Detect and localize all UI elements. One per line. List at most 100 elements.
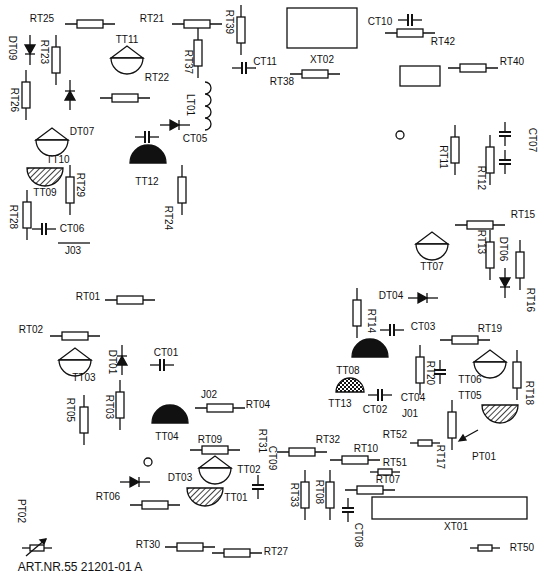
resistor-symbol bbox=[513, 350, 521, 400]
component-outline bbox=[400, 66, 440, 86]
capacitor-symbol bbox=[150, 359, 174, 371]
transistor-symbol bbox=[27, 168, 63, 186]
part-label: RT18 bbox=[524, 381, 534, 405]
part-label: RT27 bbox=[264, 547, 288, 557]
part-label: RT31 bbox=[257, 429, 267, 453]
part-label: CT05 bbox=[183, 134, 207, 144]
transistor-symbol bbox=[416, 232, 448, 260]
diode-symbol bbox=[65, 80, 75, 110]
part-label: XT02 bbox=[310, 55, 334, 65]
part-label: PT01 bbox=[472, 452, 496, 462]
part-label: RT10 bbox=[354, 444, 378, 454]
transistor-symbol bbox=[111, 46, 143, 74]
resistor-symbol bbox=[330, 456, 380, 464]
part-label: CT11 bbox=[253, 57, 277, 67]
resistor-symbol bbox=[440, 336, 490, 344]
part-label: RT39 bbox=[224, 10, 234, 34]
part-label: RT26 bbox=[9, 88, 19, 112]
resistor-symbol bbox=[65, 20, 115, 28]
capacitor-symbol bbox=[135, 131, 159, 143]
part-label: RT19 bbox=[478, 324, 502, 334]
part-label: TT10 bbox=[46, 155, 69, 165]
resistor-symbol bbox=[353, 288, 361, 338]
part-label: RT03 bbox=[104, 395, 114, 419]
part-label: CT01 bbox=[154, 348, 178, 358]
diode-symbol bbox=[117, 345, 127, 375]
hole-mark bbox=[144, 458, 152, 466]
part-label: LT01 bbox=[185, 94, 195, 116]
resistor-symbol bbox=[80, 395, 88, 445]
part-label: RT21 bbox=[140, 14, 164, 24]
trimmer-arrow bbox=[40, 539, 46, 544]
trimmer-arrow bbox=[459, 435, 466, 441]
resistor-symbol bbox=[290, 70, 340, 78]
part-label: RT02 bbox=[19, 325, 43, 335]
resistor-symbol bbox=[212, 549, 262, 557]
resistor-symbol bbox=[237, 5, 245, 55]
part-label: RT51 bbox=[383, 458, 407, 468]
capacitor-symbol bbox=[499, 122, 511, 146]
part-label: DT03 bbox=[168, 473, 192, 483]
resistor-symbol bbox=[66, 165, 74, 215]
transistor-symbol bbox=[199, 456, 231, 484]
part-label: RT42 bbox=[431, 37, 455, 47]
resistor-symbol bbox=[345, 486, 395, 494]
part-label: TT08 bbox=[336, 366, 359, 376]
part-label: TT12 bbox=[135, 177, 158, 187]
part-label: CT09 bbox=[267, 446, 277, 470]
transistor-symbol bbox=[36, 128, 68, 156]
resistor-symbol bbox=[451, 125, 459, 175]
part-label: CT03 bbox=[411, 322, 435, 332]
capacitor-symbol bbox=[398, 14, 422, 26]
resistor-symbol bbox=[23, 190, 31, 240]
part-label: TT09 bbox=[33, 188, 56, 198]
transistor-symbol bbox=[482, 405, 518, 423]
diode-symbol bbox=[408, 293, 438, 303]
resistor-symbol bbox=[190, 446, 240, 454]
resistor-symbol bbox=[194, 28, 202, 78]
part-label: RT28 bbox=[8, 205, 18, 229]
diode-symbol bbox=[120, 477, 150, 487]
part-label: J02 bbox=[201, 390, 217, 400]
part-label: RT17 bbox=[435, 445, 445, 469]
part-label: RT33 bbox=[289, 483, 299, 507]
resistor-symbol bbox=[116, 380, 124, 430]
part-label: RT07 bbox=[376, 475, 400, 485]
resistor-symbol bbox=[416, 345, 424, 395]
part-label: RT32 bbox=[316, 435, 340, 445]
resistor-symbol bbox=[178, 165, 186, 215]
part-label: RT23 bbox=[39, 40, 49, 64]
part-label: RT04 bbox=[246, 400, 270, 410]
resistor-symbol bbox=[326, 470, 334, 520]
capacitor-symbol bbox=[499, 150, 511, 174]
part-label: TT07 bbox=[420, 262, 443, 272]
part-label: RT16 bbox=[525, 288, 535, 312]
transistor-symbol bbox=[187, 488, 223, 506]
part-label: TT03 bbox=[72, 373, 95, 383]
transistor-symbol bbox=[130, 145, 166, 163]
transistor-symbol bbox=[352, 339, 388, 357]
part-label: TT05 bbox=[458, 391, 481, 401]
part-label: CT04 bbox=[401, 393, 425, 403]
part-label: RT25 bbox=[30, 14, 54, 24]
resistor-symbol bbox=[470, 545, 500, 551]
part-label: RT08 bbox=[314, 480, 324, 504]
transistor-symbol bbox=[336, 378, 364, 392]
part-label: CT08 bbox=[353, 523, 363, 547]
part-label: RT40 bbox=[500, 57, 524, 67]
part-label: TT06 bbox=[458, 375, 481, 385]
diode-symbol bbox=[160, 120, 190, 130]
part-label: TT02 bbox=[237, 465, 260, 475]
resistor-symbol bbox=[195, 404, 245, 412]
part-label: RT29 bbox=[75, 173, 85, 197]
capacitor-symbol bbox=[252, 475, 264, 499]
transistor-symbol bbox=[474, 350, 506, 378]
resistor-symbol bbox=[486, 230, 494, 280]
capacitor-symbol bbox=[368, 389, 392, 401]
transistor-symbol bbox=[152, 405, 188, 423]
capacitor-symbol bbox=[380, 324, 404, 336]
hole-mark bbox=[396, 131, 404, 139]
resistor-symbol bbox=[105, 296, 155, 304]
resistor-symbol bbox=[301, 470, 309, 520]
resistor-symbol bbox=[22, 70, 30, 120]
